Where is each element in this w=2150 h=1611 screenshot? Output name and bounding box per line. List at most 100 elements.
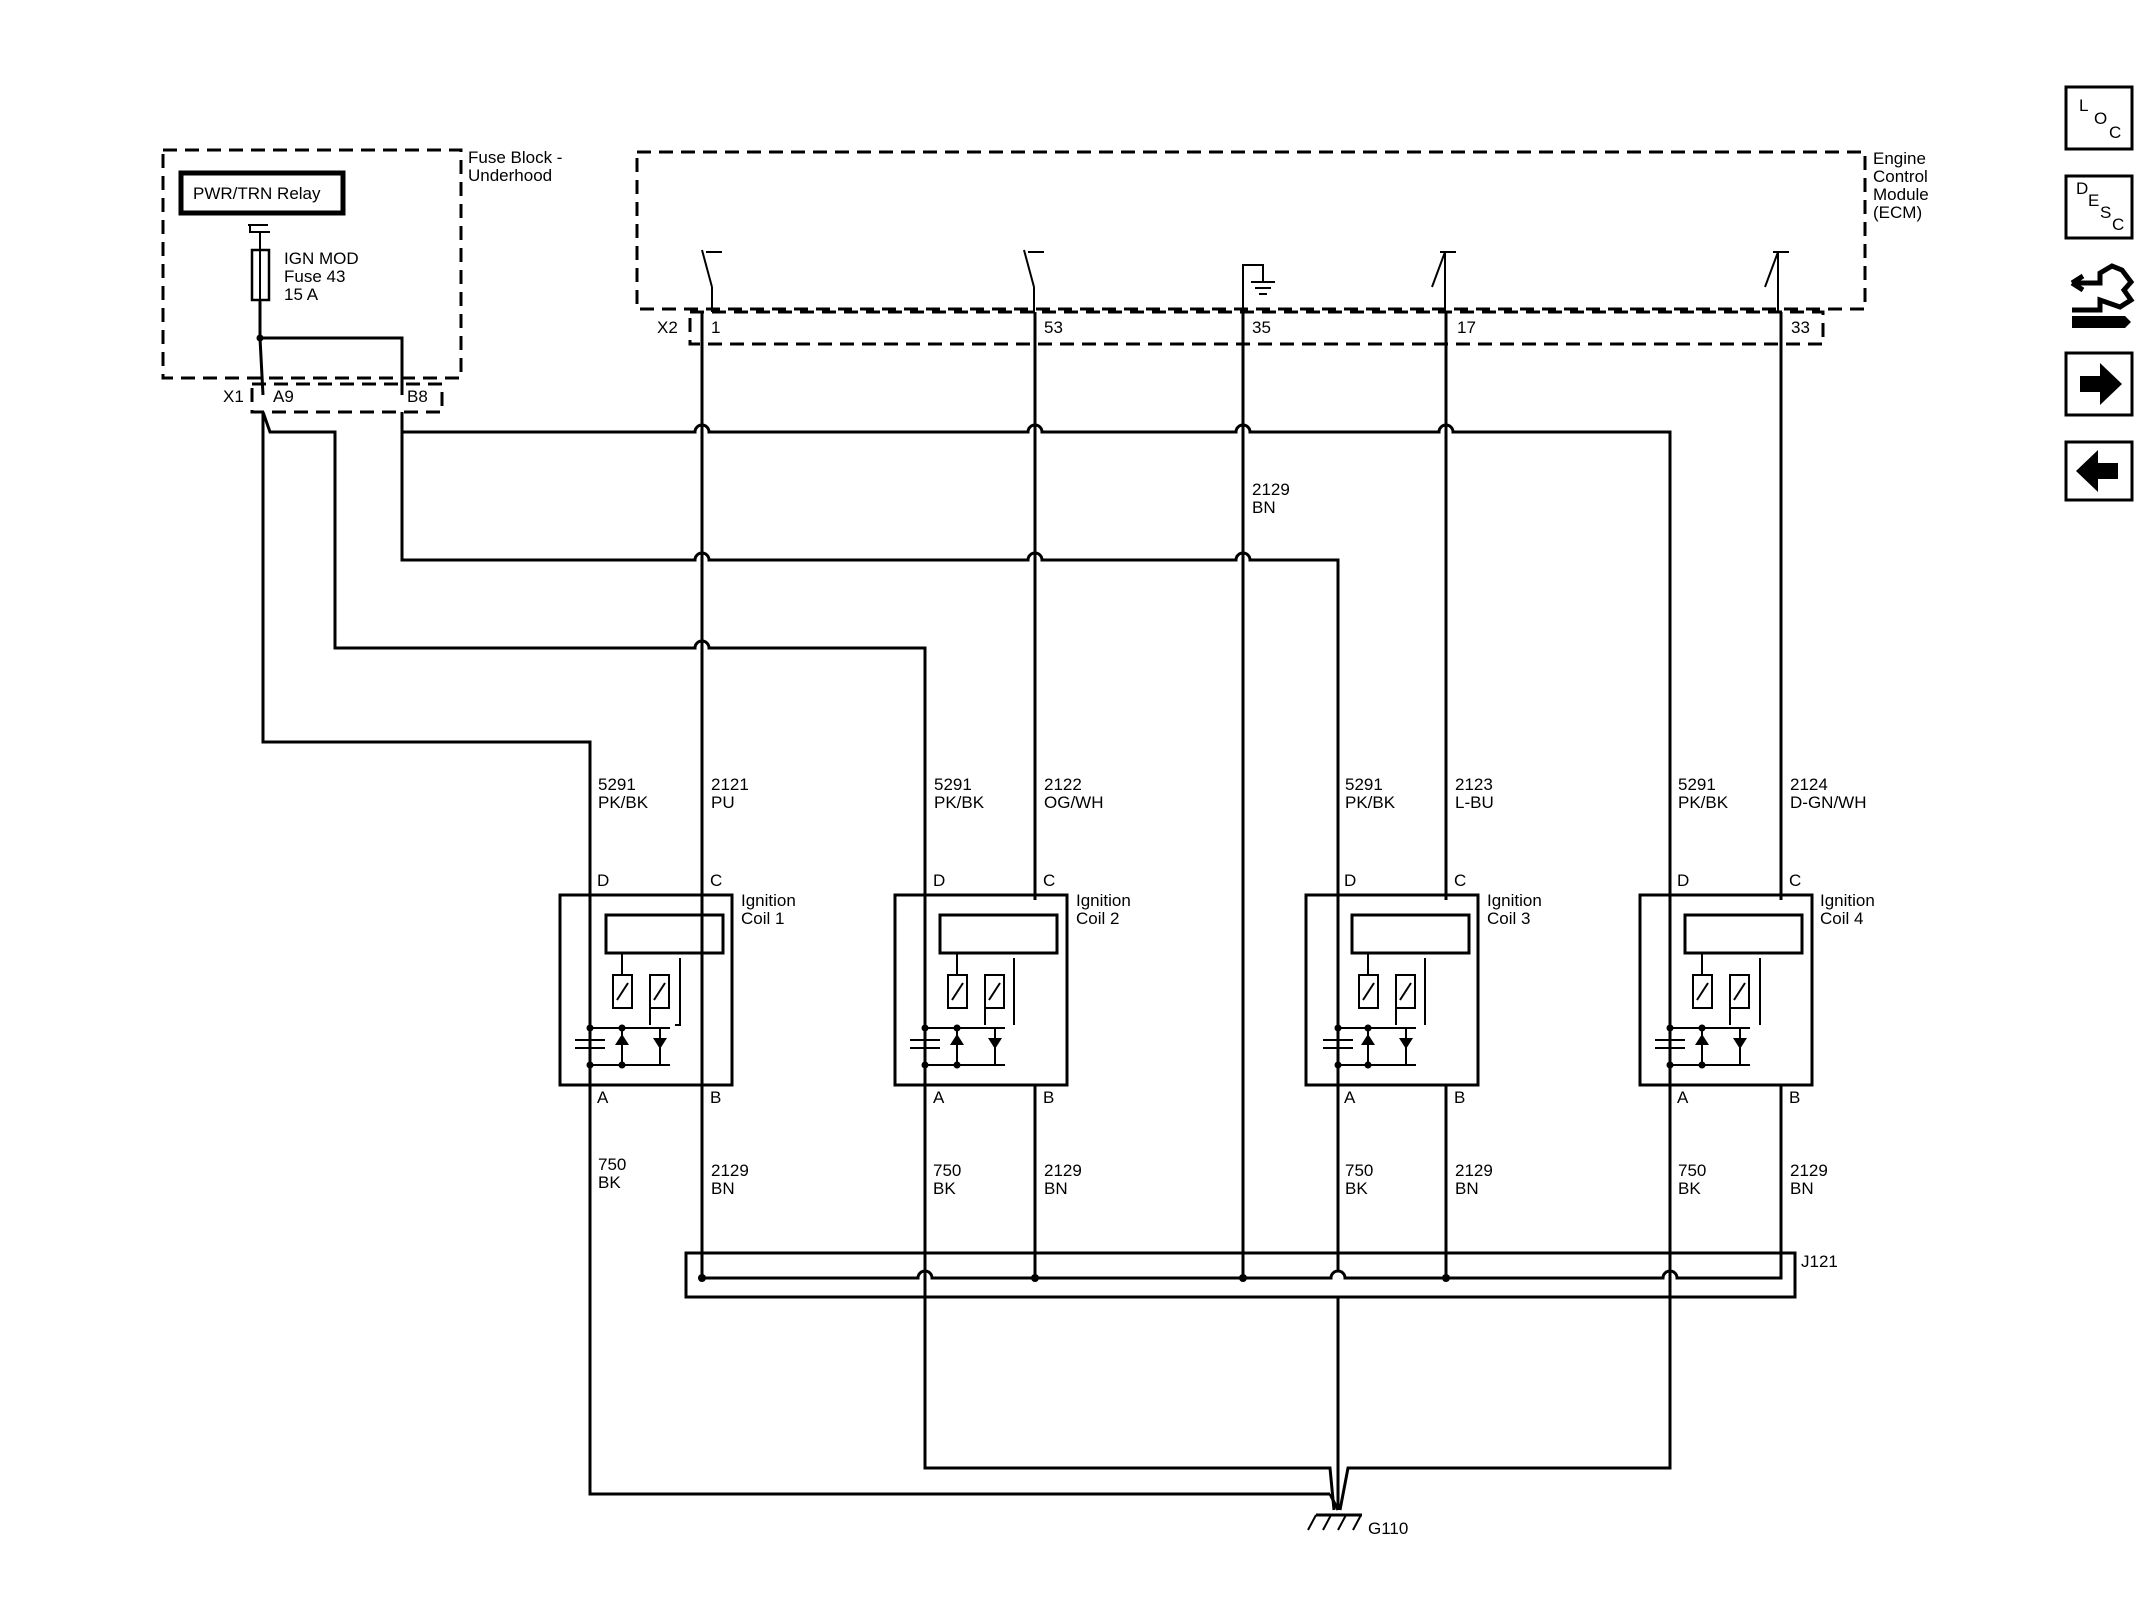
ignition-coil-2: 5291 PK/BK 2122 OG/WH D C Ignition Coil … <box>893 775 1131 1198</box>
loc-letter-l: L <box>2079 96 2088 115</box>
coil3-c-circuit: 2123 <box>1455 775 1493 794</box>
ecm-ground-35 <box>1242 264 1275 312</box>
coil4-title-1: Ignition <box>1820 891 1875 910</box>
coil1-d-color: PK/BK <box>598 793 649 812</box>
coil1-b-color: BN <box>711 1179 735 1198</box>
wiring <box>261 312 1783 1494</box>
coil2-d-circuit: 5291 <box>934 775 972 794</box>
ecm-switch-53 <box>1023 249 1044 312</box>
desc-letter-c: C <box>2112 215 2124 234</box>
coil1-winding <box>604 913 725 955</box>
coil1-a-circuit: 750 <box>598 1155 626 1174</box>
coil2-d-color: PK/BK <box>934 793 985 812</box>
loc-letter-c: C <box>2109 123 2121 142</box>
ecm-title-2: Control <box>1873 167 1928 186</box>
coil3-body <box>1304 893 1480 1087</box>
coil4-a-circuit: 750 <box>1678 1161 1706 1180</box>
fuse-label-3: 15 A <box>284 285 319 304</box>
pwr-trn-relay: PWR/TRN Relay <box>178 170 346 216</box>
pin-a9-label: A9 <box>273 387 294 406</box>
coil2-title-1: Ignition <box>1076 891 1131 910</box>
coil1-d-circuit: 5291 <box>598 775 636 794</box>
coil2-pin-d: D <box>933 871 945 890</box>
loc-button[interactable]: L O C <box>2064 85 2134 151</box>
pin-b8-label: B8 <box>407 387 428 406</box>
coil2-c-circuit: 2122 <box>1044 775 1082 794</box>
desc-letter-e: E <box>2088 191 2099 210</box>
ground-circuit-number: 2129 <box>1252 480 1290 499</box>
ecm-switch-33 <box>1764 251 1789 312</box>
coil4-pin-c: C <box>1789 871 1801 890</box>
ground-circuit-color: BN <box>1252 498 1276 517</box>
coil4-b-circuit: 2129 <box>1790 1161 1828 1180</box>
splice-label: J121 <box>1801 1252 1838 1271</box>
coil4-title-2: Coil 4 <box>1820 909 1863 928</box>
ecm-outline <box>635 150 1867 311</box>
x1-connector-outline <box>250 382 444 414</box>
x2-connector-label: X2 <box>657 318 678 337</box>
ecm-pin-33: 33 <box>1791 318 1810 337</box>
coil1-pin-b: B <box>710 1088 721 1107</box>
nav-toolbar: L O C D E S C <box>2064 85 2135 502</box>
coil3-title-1: Ignition <box>1487 891 1542 910</box>
coil4-pin-d: D <box>1677 871 1689 890</box>
splice-pack-j121: J121 <box>684 1251 1838 1299</box>
fuse-label-2: Fuse 43 <box>284 267 345 286</box>
coil2-a-circuit: 750 <box>933 1161 961 1180</box>
coil2-pin-a: A <box>933 1088 945 1107</box>
coil1-pin-c: C <box>710 871 722 890</box>
coil1-pin-a: A <box>597 1088 609 1107</box>
coil4-d-circuit: 5291 <box>1678 775 1716 794</box>
ecm-title-1: Engine <box>1873 149 1926 168</box>
coil4-pin-a: A <box>1677 1088 1689 1107</box>
x1-connector-label: X1 <box>223 387 244 406</box>
coil4-d-color: PK/BK <box>1678 793 1729 812</box>
loc-letter-o: O <box>2094 109 2107 128</box>
arrow-right-icon <box>2080 363 2122 405</box>
coil3-pin-c: C <box>1454 871 1466 890</box>
coil1-title-1: Ignition <box>741 891 796 910</box>
ignition-coil-4: 5291 PK/BK 2124 D-GN/WH D C Ignition Coi… <box>1638 775 1875 1198</box>
coil2-a-color: BK <box>933 1179 956 1198</box>
coil2-b-circuit: 2129 <box>1044 1161 1082 1180</box>
fuse-label-1: IGN MOD <box>284 249 359 268</box>
coil2-pin-c: C <box>1043 871 1055 890</box>
coil4-b-color: BN <box>1790 1179 1814 1198</box>
coil4-pin-b: B <box>1789 1088 1800 1107</box>
ecm-switch-1 <box>701 249 722 312</box>
next-page-button[interactable] <box>2064 351 2134 417</box>
x2-connector-outline <box>688 310 1825 346</box>
ecm-switch-17 <box>1431 251 1456 312</box>
ignition-coil-1: 5291 PK/BK 2121 PU D C Ignition Coil 1 A… <box>558 775 796 1198</box>
coil3-pin-a: A <box>1344 1088 1356 1107</box>
relay-label: PWR/TRN Relay <box>193 184 321 203</box>
fuse-43 <box>250 248 271 302</box>
desc-letter-s: S <box>2100 203 2111 222</box>
coil4-body <box>1638 893 1814 1087</box>
ignition-coil-3: 5291 PK/BK 2123 L-BU D C Ignition Coil 3… <box>1304 775 1542 1198</box>
coil3-b-color: BN <box>1455 1179 1479 1198</box>
coil3-title-2: Coil 3 <box>1487 909 1530 928</box>
coil1-pin-d: D <box>597 871 609 890</box>
fuse-block-underhood: Fuse Block - Underhood PWR/TRN Relay IGN… <box>161 148 562 414</box>
ground-label: G110 <box>1368 1519 1408 1538</box>
coil3-pin-b: B <box>1454 1088 1465 1107</box>
coil1-b-circuit: 2129 <box>711 1161 749 1180</box>
coil2-winding <box>938 913 1059 955</box>
coil2-c-color: OG/WH <box>1044 793 1104 812</box>
coil4-c-color: D-GN/WH <box>1790 793 1866 812</box>
coil3-d-circuit: 5291 <box>1345 775 1383 794</box>
ecm-pin-35: 35 <box>1252 318 1271 337</box>
relay-stub <box>248 224 270 250</box>
prev-page-button[interactable] <box>2064 440 2134 502</box>
desc-button[interactable]: D E S C <box>2064 174 2134 240</box>
desc-letter-d: D <box>2076 179 2088 198</box>
coil2-pin-b: B <box>1043 1088 1054 1107</box>
coil1-title-2: Coil 1 <box>741 909 784 928</box>
coil2-b-color: BN <box>1044 1179 1068 1198</box>
coil1-c-color: PU <box>711 793 735 812</box>
ground-g110: G110 <box>588 1086 1672 1538</box>
ecm-pin-1: 1 <box>711 318 720 337</box>
connector-wrench-icon[interactable] <box>2070 263 2135 328</box>
coil4-a-color: BK <box>1678 1179 1701 1198</box>
